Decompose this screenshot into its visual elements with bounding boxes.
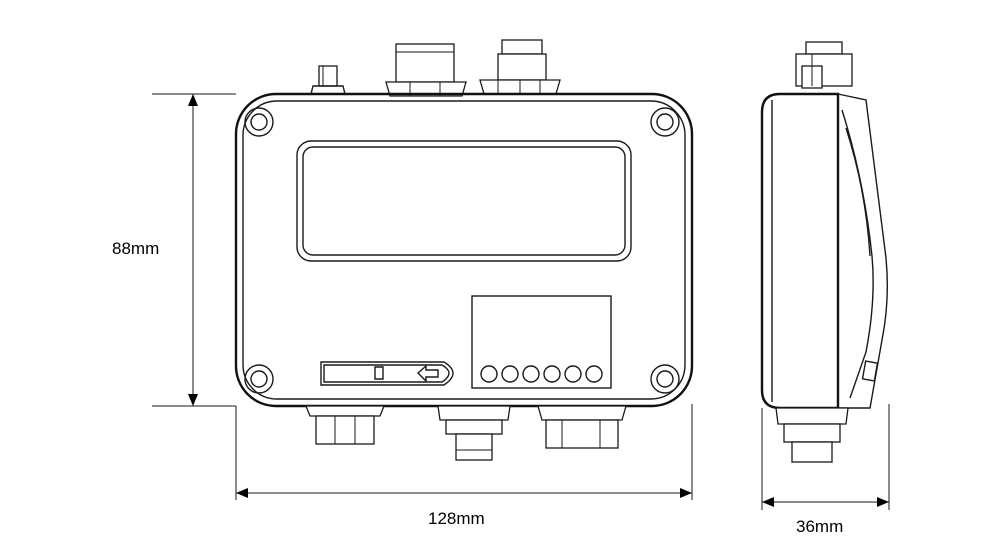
depth-label: 36mm (796, 517, 843, 536)
screw-top-right (650, 107, 680, 137)
top-connector-right (479, 39, 561, 95)
height-label: 88mm (112, 239, 159, 258)
display-window-inner (302, 146, 626, 256)
top-connector-left (385, 43, 467, 97)
screw-bottom-left (244, 364, 274, 394)
front-housing-inner (242, 100, 686, 400)
width-label: 128mm (428, 509, 485, 528)
width-dimension: 128mm (235, 404, 693, 528)
screw-bottom-right (650, 364, 680, 394)
side-view (760, 41, 889, 463)
side-lid-profile (837, 93, 889, 409)
bottom-connector-right (537, 405, 627, 449)
display-window-outer (296, 140, 632, 262)
top-connector-small (310, 65, 346, 95)
side-top-connector (795, 41, 853, 89)
front-view (234, 39, 694, 461)
bottom-connector-middle (437, 405, 511, 461)
terminal-block (471, 295, 612, 389)
side-bottom-connector (775, 407, 849, 463)
depth-dimension: 36mm (761, 404, 890, 536)
bottom-connector-left (305, 405, 385, 445)
screw-top-left (244, 107, 274, 137)
side-housing-body (760, 92, 840, 410)
height-dimension: 88mm (112, 93, 236, 407)
slide-switch (320, 361, 454, 386)
